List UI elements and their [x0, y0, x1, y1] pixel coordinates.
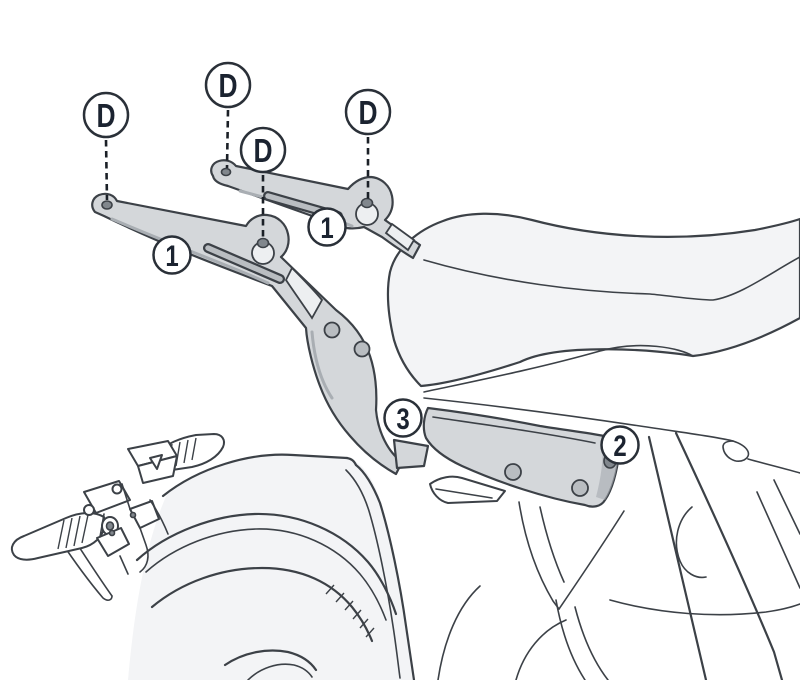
arm-left-front-bolt-hole	[101, 200, 113, 210]
tail-bracket-hardware	[83, 440, 178, 575]
leader-line-d1	[104, 139, 109, 201]
callout-3: 3	[383, 398, 423, 438]
turn-signal-left-threads	[57, 514, 89, 550]
fender-right-inner-edge	[345, 469, 401, 679]
fender-trailing-edge-1	[574, 606, 609, 680]
callout-d-2-label: D	[218, 68, 237, 104]
arm-left-rear-bolt-hole	[256, 237, 270, 249]
fender-right-edge	[354, 463, 416, 680]
pillion-bracket-right-edge	[558, 510, 625, 610]
plate-connector	[392, 438, 430, 470]
leader-line-d2	[225, 109, 230, 169]
vent-slot-inner-line	[435, 488, 493, 499]
callout-d-3-circle	[239, 126, 287, 174]
callout-2: 2	[600, 425, 640, 465]
turn-signal-left-pivot	[105, 521, 115, 531]
tire-tread-hatching	[325, 584, 375, 638]
callout-d-2-circle	[204, 61, 252, 109]
side-panel-and-frame	[429, 431, 800, 680]
callout-d-3-label: D	[253, 133, 272, 169]
rack-side-arm-left	[91, 192, 430, 476]
callout-1-right-circle	[307, 207, 347, 247]
wheel-arc-inner	[223, 649, 318, 672]
seat-outline	[386, 212, 800, 388]
callouts: D D D D 1 1 3 2	[82, 61, 640, 465]
cowl-hook-loop	[722, 440, 750, 462]
seat	[386, 212, 800, 393]
tail-cowl	[423, 397, 800, 474]
seat-base-trim-line	[423, 344, 694, 393]
wheel-arc-inner-2	[247, 663, 313, 680]
callout-1-left: 1	[152, 235, 192, 275]
callout-2-circle	[600, 425, 640, 465]
pillion-bracket-left-edge	[518, 501, 560, 610]
rear-fender	[59, 453, 416, 680]
callout-3-label: 3	[396, 401, 409, 435]
wheel-arc-outer	[135, 512, 398, 616]
cowl-lower-edge	[423, 397, 734, 442]
fender-top-edge	[161, 453, 349, 498]
tail-light-cluster	[10, 433, 225, 575]
callout-1-right: 1	[307, 207, 347, 247]
turn-signal-left	[10, 512, 119, 561]
arm-left-body	[91, 192, 404, 476]
turn-signal-left-wing	[10, 512, 105, 561]
seat-contour-line	[423, 256, 800, 301]
tire-edge-1	[437, 585, 481, 680]
tire-edge-2	[515, 619, 567, 680]
callout-d-1: D	[82, 91, 130, 139]
frame-tube-b-left	[756, 491, 800, 589]
arm-left-lower-shade	[110, 217, 270, 285]
junction-plate-hole-upper	[323, 321, 341, 339]
swingarm-swoosh	[609, 599, 800, 616]
plate-left-inner-shade	[310, 330, 334, 400]
junction-plate-hole-lower	[353, 340, 371, 358]
fender-front-tip-edge-2	[59, 539, 113, 601]
frame-tube-b-right	[773, 479, 800, 535]
fender-trailing-edge-2	[555, 599, 586, 680]
callout-1-right-label: 1	[320, 210, 333, 244]
callout-3-circle	[383, 398, 423, 438]
side-bracket-hole-left	[504, 463, 522, 481]
frame-tube-a-right	[674, 431, 784, 680]
arm-left-triangle-opening	[284, 266, 324, 320]
callout-d-1-circle	[82, 91, 130, 139]
leader-lines	[104, 109, 370, 238]
pillion-bracket-inner	[539, 506, 565, 583]
callout-1-left-label: 1	[165, 238, 178, 272]
arm-right-front-bolt-hole	[220, 167, 232, 177]
callout-d-1-label: D	[96, 98, 115, 134]
callout-1-left-circle	[152, 235, 192, 275]
side-bracket-top-contour	[432, 416, 596, 444]
side-bracket-hole-right	[571, 479, 589, 497]
arm-right-rear-bolt-hole	[360, 197, 374, 209]
callout-2-label: 2	[613, 428, 626, 462]
frame-tube-a-left	[647, 435, 708, 680]
wheel-arc-mid	[150, 566, 374, 643]
cowl-hook-tail	[747, 458, 800, 474]
callout-d-4-circle	[344, 88, 392, 136]
callout-d-3: D	[239, 126, 287, 174]
motorcycle-body	[10, 212, 800, 680]
wheel-arc-outer-2	[145, 528, 387, 621]
arm-right-triangle-opening	[384, 222, 416, 252]
callout-d-4: D	[344, 88, 392, 136]
callout-d-2: D	[204, 61, 252, 109]
frame-pocket-curve	[675, 506, 707, 579]
callout-d-4-label: D	[358, 95, 377, 131]
